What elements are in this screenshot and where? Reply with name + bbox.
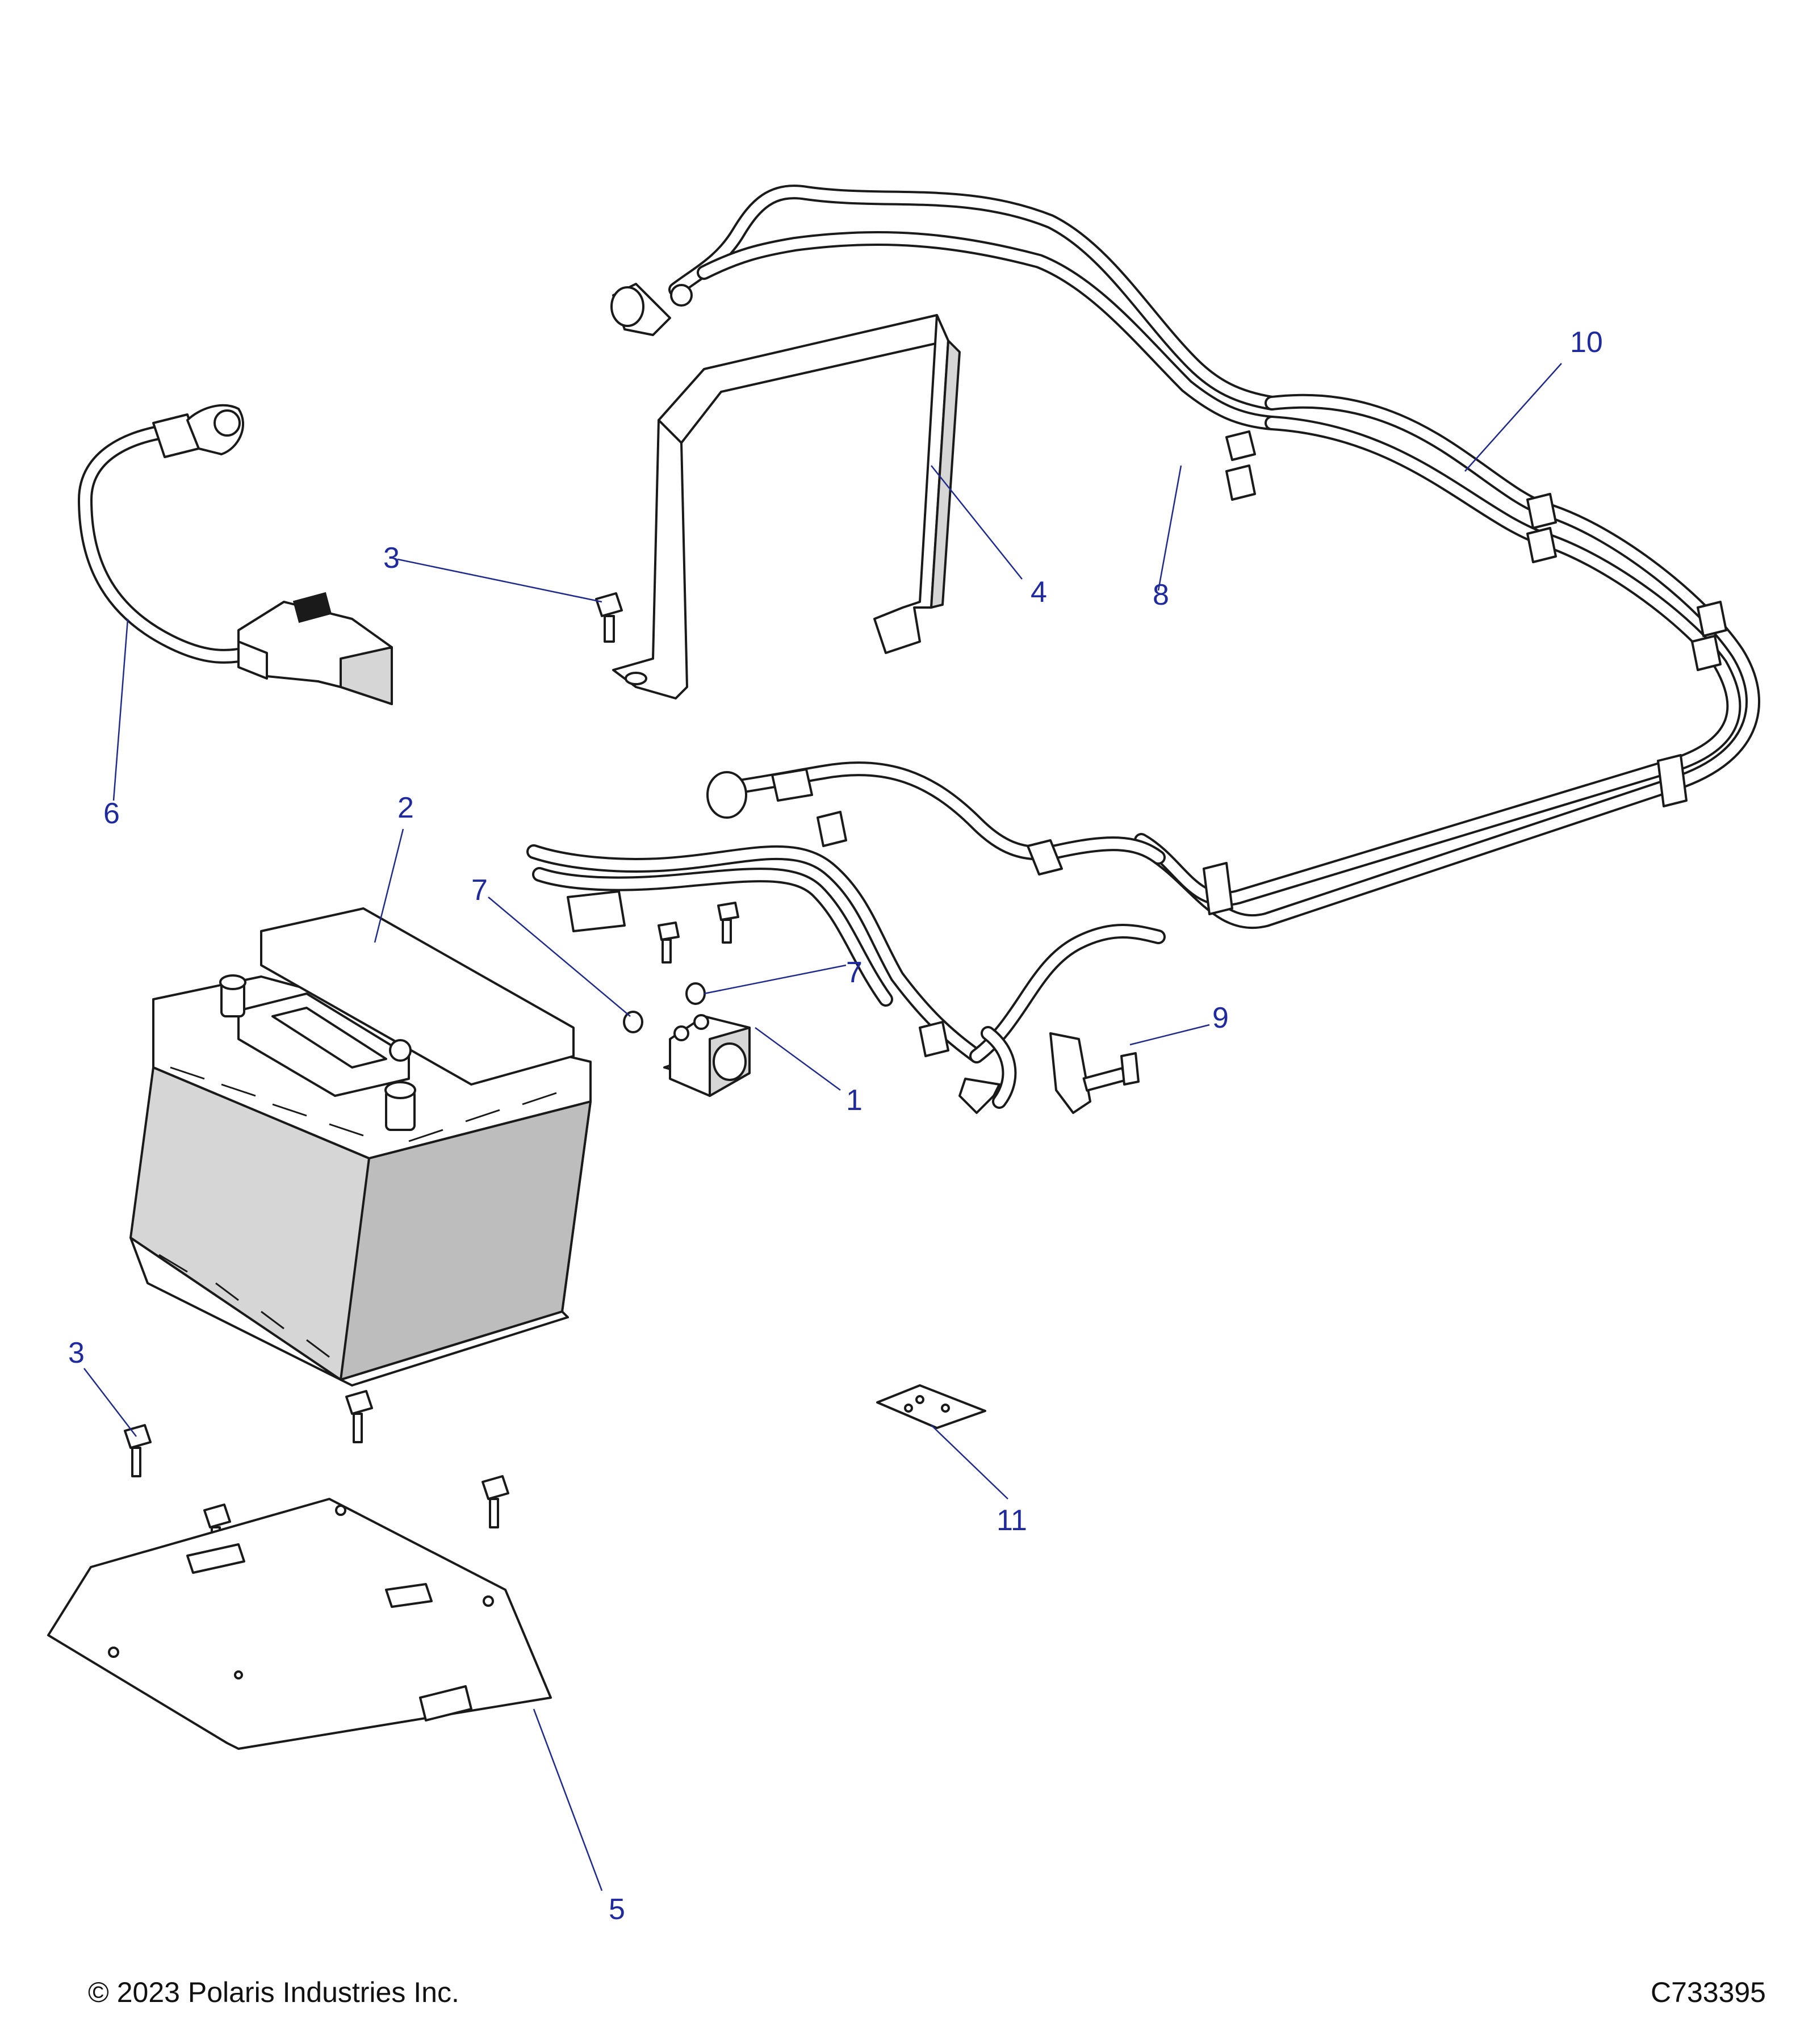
callout-4: 4 [1031, 576, 1047, 609]
callout-1: 1 [846, 1084, 863, 1117]
pad-part-11 [876, 1384, 986, 1429]
callouts: 1 2 3 3 4 5 6 7 7 8 9 10 11 [68, 326, 1603, 1926]
nut-part-7 [623, 902, 739, 1033]
callout-10: 10 [1570, 326, 1603, 359]
callout-3-lower: 3 [68, 1337, 85, 1369]
callout-3-upper: 3 [383, 542, 400, 575]
callout-9: 9 [1212, 1002, 1229, 1034]
leader-lines [83, 363, 1562, 1891]
base-plate-part-5 [47, 1498, 552, 1750]
callout-7-left: 7 [471, 874, 488, 907]
drawing-id: C733395 [1651, 1976, 1766, 2008]
callout-11: 11 [997, 1504, 1027, 1537]
callout-7-right: 7 [846, 956, 863, 989]
callout-2: 2 [397, 791, 414, 824]
battery-bracket-part-4 [612, 314, 961, 700]
solenoid-part-1 [663, 1014, 751, 1097]
cable-harness-part-8-10 [526, 185, 1760, 1114]
battery-cable-part-6 [78, 404, 393, 705]
copyright-text: © 2023 Polaris Industries Inc. [88, 1976, 459, 2008]
callout-6: 6 [103, 797, 120, 830]
bolt-part-3-upper [595, 592, 623, 643]
bolt-part-9 [1049, 1032, 1140, 1114]
callout-8: 8 [1153, 579, 1169, 611]
callout-5: 5 [609, 1893, 625, 1926]
battery-part-2 [129, 907, 592, 1387]
